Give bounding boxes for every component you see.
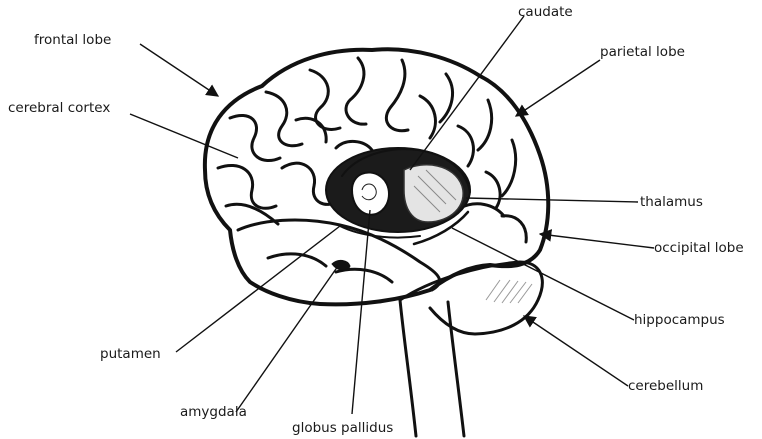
label-caudate: caudate: [518, 4, 573, 20]
amygdala-shape: [332, 260, 350, 270]
label-cerebellum: cerebellum: [628, 378, 703, 394]
arrow-parietal-lobe: [516, 60, 600, 116]
arrow-frontal-lobe: [140, 44, 218, 96]
label-thalamus: thalamus: [640, 194, 703, 210]
label-hippocampus: hippocampus: [634, 312, 725, 328]
label-frontal-lobe: frontal lobe: [34, 32, 111, 48]
label-parietal-lobe: parietal lobe: [600, 44, 685, 60]
label-globus-pallidus: globus pallidus: [292, 420, 393, 436]
label-putamen: putamen: [100, 346, 161, 362]
arrow-cerebellum: [524, 316, 628, 386]
arrow-occipital-lobe: [540, 234, 654, 248]
globus-pallidus-region: [352, 172, 389, 214]
label-amygdala: amygdala: [180, 404, 247, 420]
thalamus-region: [404, 165, 463, 222]
arrow-globus-pallidus: [352, 210, 370, 414]
arrow-caudate: [410, 16, 524, 170]
brain-illustration: [205, 49, 548, 436]
label-cerebral-cortex: cerebral cortex: [8, 100, 110, 116]
cerebellum-hatching: [486, 280, 532, 303]
arrow-cerebral-cortex: [130, 114, 238, 158]
brainstem: [400, 300, 464, 436]
arrow-amygdala: [236, 266, 338, 412]
cerebellum-shape: [400, 262, 542, 334]
label-occipital-lobe: occipital lobe: [654, 240, 744, 256]
arrow-thalamus: [466, 198, 638, 202]
arrow-putamen: [176, 226, 340, 352]
